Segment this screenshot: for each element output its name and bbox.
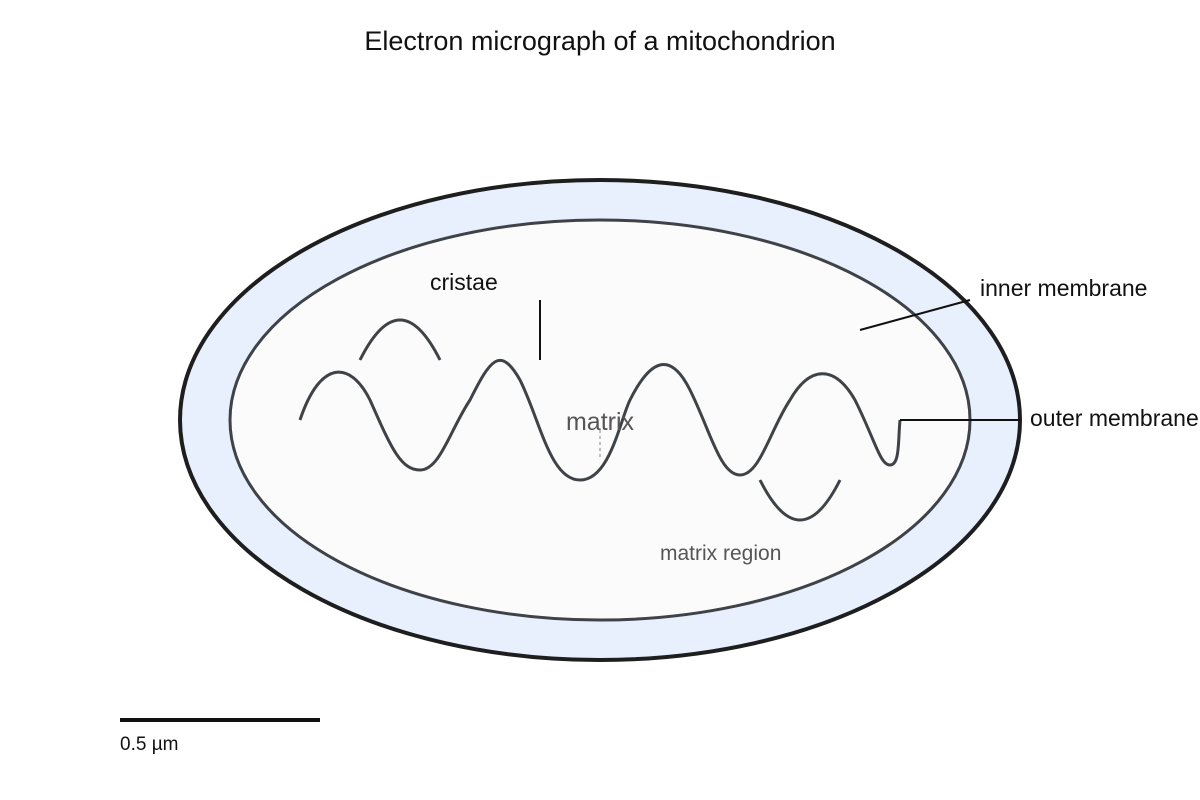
scale-bar-label: 0.5 µm — [120, 734, 178, 755]
crista-fold-upper — [358, 318, 442, 361]
cristae-label: cristae — [430, 269, 498, 295]
matrix-region-label: matrix region — [660, 542, 781, 565]
diagram-title: Electron micrograph of a mitochondrion — [364, 26, 835, 56]
inner-membrane-label: inner membrane — [980, 275, 1147, 301]
inner-membrane-leader-line — [859, 299, 971, 331]
outer-membrane-label: outer membrane — [1030, 405, 1199, 431]
crista-fold-lower — [758, 479, 842, 522]
crista-main — [298, 358, 902, 482]
